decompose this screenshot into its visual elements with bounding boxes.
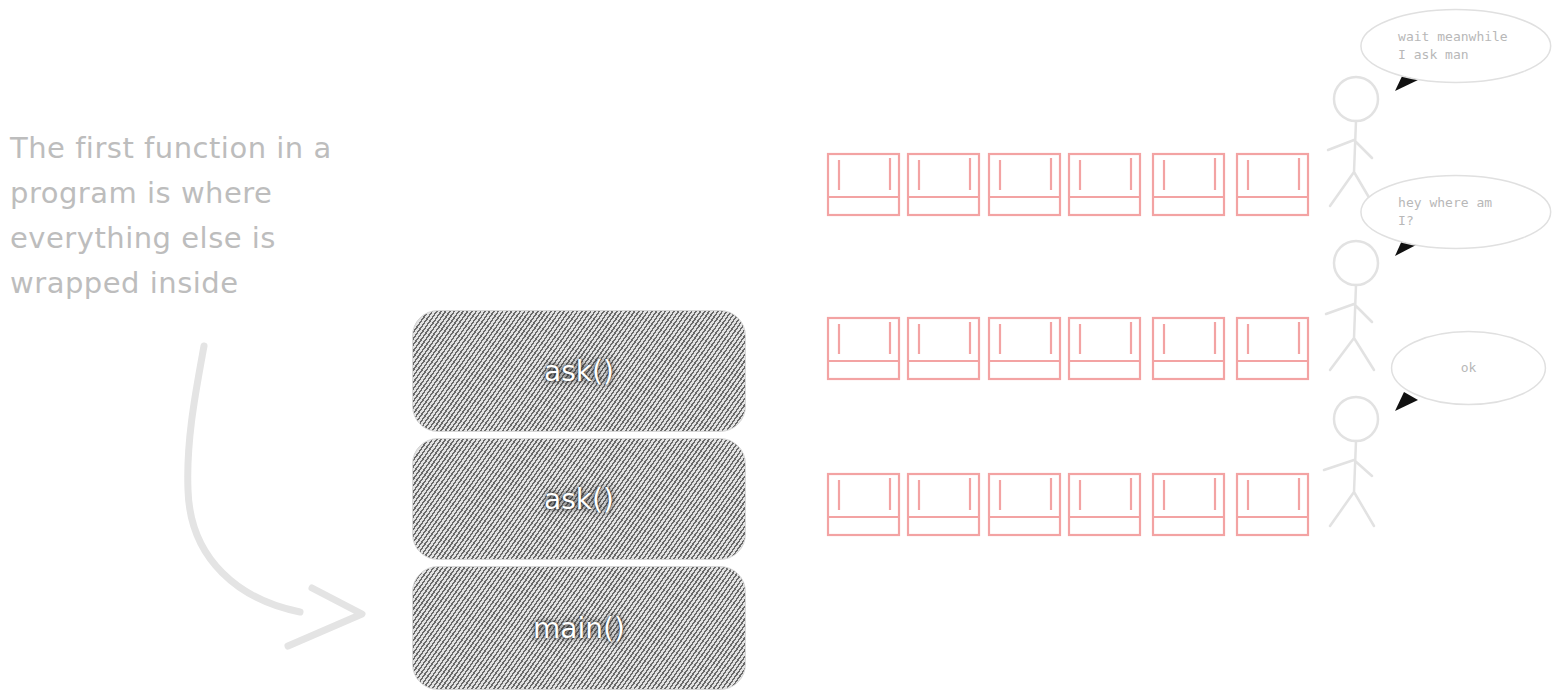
stack-frame: ask() [412, 438, 746, 560]
speech-text: wait meanwhile I ask man [1398, 28, 1514, 64]
speech-bubble: hey where am I? [1359, 174, 1553, 250]
note-text: The first function in a program is where… [10, 126, 402, 306]
speech-text: hey where am I? [1398, 194, 1514, 230]
stack-frame: main() [412, 566, 746, 690]
stick-figures [1324, 77, 1378, 526]
speech-bubble: ok [1390, 330, 1547, 406]
bubble-outline [1359, 174, 1553, 250]
function-name: ask() [538, 353, 620, 390]
stack-frame: ask() [412, 310, 746, 432]
function-name: ask() [538, 481, 620, 518]
function-name: main() [527, 610, 631, 647]
bubble-outline [1359, 8, 1553, 84]
curved-arrow [188, 346, 300, 612]
speech-text: ok [1461, 359, 1477, 377]
speech-bubble: wait meanwhile I ask man [1359, 8, 1553, 84]
memory-grid [828, 154, 1308, 535]
arrow-head [288, 588, 362, 646]
